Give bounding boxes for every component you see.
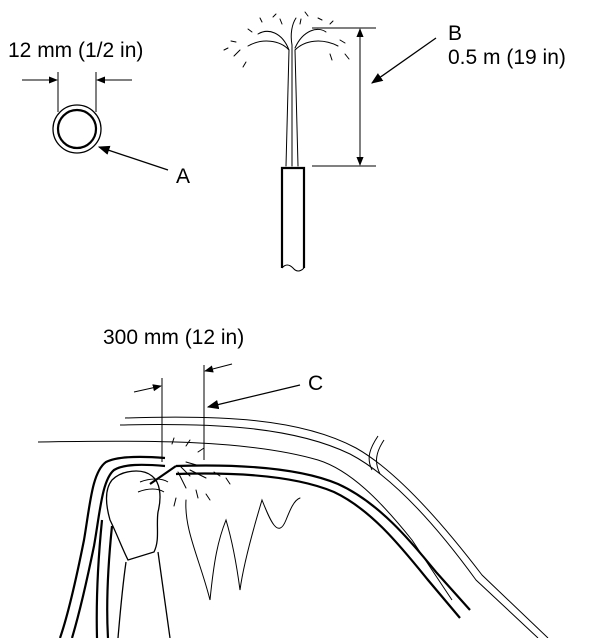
garden-hose-inner (70, 463, 166, 638)
garden-hose-lower (95, 519, 114, 638)
water-spray-on-glass (171, 437, 301, 601)
vertical-spray-test: B 0.5 m (19 in) (223, 11, 566, 272)
hose-pipe (280, 166, 306, 268)
callout-a-leader (97, 145, 169, 171)
hose-cross-section: 12 mm (1/2 in) A (8, 39, 190, 188)
hand (105, 470, 161, 561)
hose-outer-circle (52, 104, 102, 154)
door-seal-inner (175, 472, 461, 619)
callout-a-label: A (176, 165, 190, 188)
callout-c-label: C (308, 372, 323, 395)
roof-body-line (37, 440, 453, 601)
spray-height-label: 0.5 m (19 in) (448, 46, 566, 69)
door-seal-outer (175, 464, 471, 611)
hose-diameter-label: 12 mm (1/2 in) (8, 39, 143, 62)
callout-b-label: B (448, 22, 462, 45)
callout-b-leader (371, 37, 437, 84)
door-seal-test: 300 mm (12 in) C (37, 326, 549, 638)
water-jet-column (247, 17, 339, 167)
hose-pipe-cut (281, 264, 305, 272)
roof-outline-upper (124, 416, 549, 638)
pillar-corner (368, 435, 385, 475)
sleeve (117, 551, 171, 638)
water-runoff (185, 497, 301, 601)
callout-c-leader (206, 384, 301, 410)
roof-outline-lower (119, 424, 539, 638)
distance-arrow-left (133, 384, 162, 393)
distance-arrow-right (204, 363, 233, 373)
nozzle-distance-label: 300 mm (12 in) (103, 326, 244, 349)
water-droplets (223, 11, 350, 68)
hose-inner-circle (56, 108, 98, 150)
nozzle (149, 465, 177, 485)
garden-hose-outer (58, 455, 166, 638)
